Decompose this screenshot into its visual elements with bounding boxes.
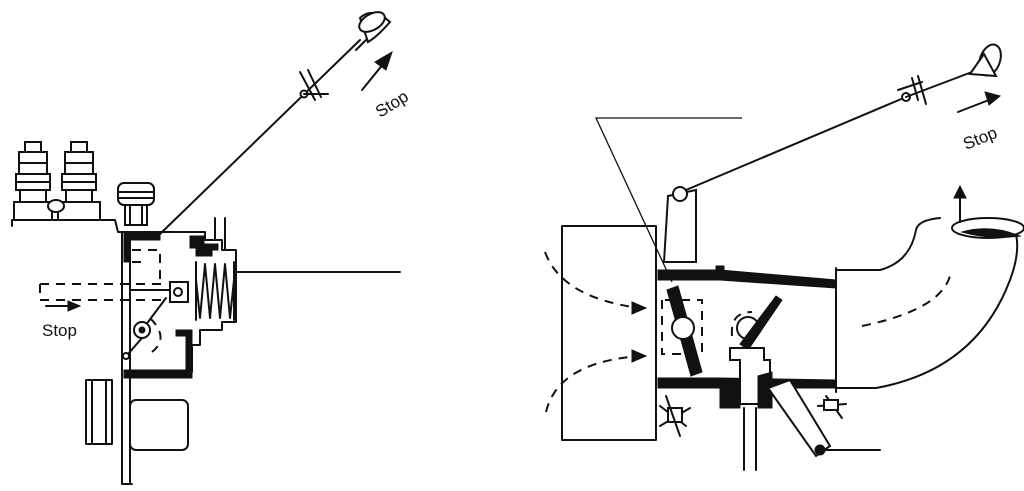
exhaust-flap-valve-2 [730, 295, 783, 351]
exhaust-elbow [835, 184, 1024, 389]
lower-block [85, 379, 113, 445]
delivery-valve-holder-right [57, 141, 101, 221]
flap-actuator-piston [719, 347, 881, 471]
governor-housing [121, 217, 401, 379]
exhaust-flow-dashed [861, 275, 951, 327]
injection-pump-figure: Stop Stop [11, 11, 412, 485]
control-rack [39, 283, 165, 301]
governor-spring [195, 263, 235, 319]
stop-lever-rod [159, 11, 392, 235]
mounting-bolt [659, 395, 691, 437]
actuator-lever [662, 71, 973, 263]
rod-stop-label: Stop [42, 321, 77, 340]
exhaust-flap-valve [661, 285, 703, 377]
stop-knob [968, 43, 1002, 78]
governor-cap [117, 182, 155, 226]
knob-stop-label: Stop [960, 123, 1000, 154]
flow-arrow-lower [545, 355, 641, 413]
delivery-valve-holder-left [13, 141, 53, 221]
flow-arrow-upper [544, 251, 641, 309]
engine-block [561, 225, 657, 441]
stop-linkage [122, 297, 167, 360]
leader-line [594, 117, 742, 283]
pump-flange [129, 399, 189, 451]
lever-stop-label: Stop [372, 87, 412, 122]
exhaust-flap-figure: Stop [544, 43, 1024, 471]
